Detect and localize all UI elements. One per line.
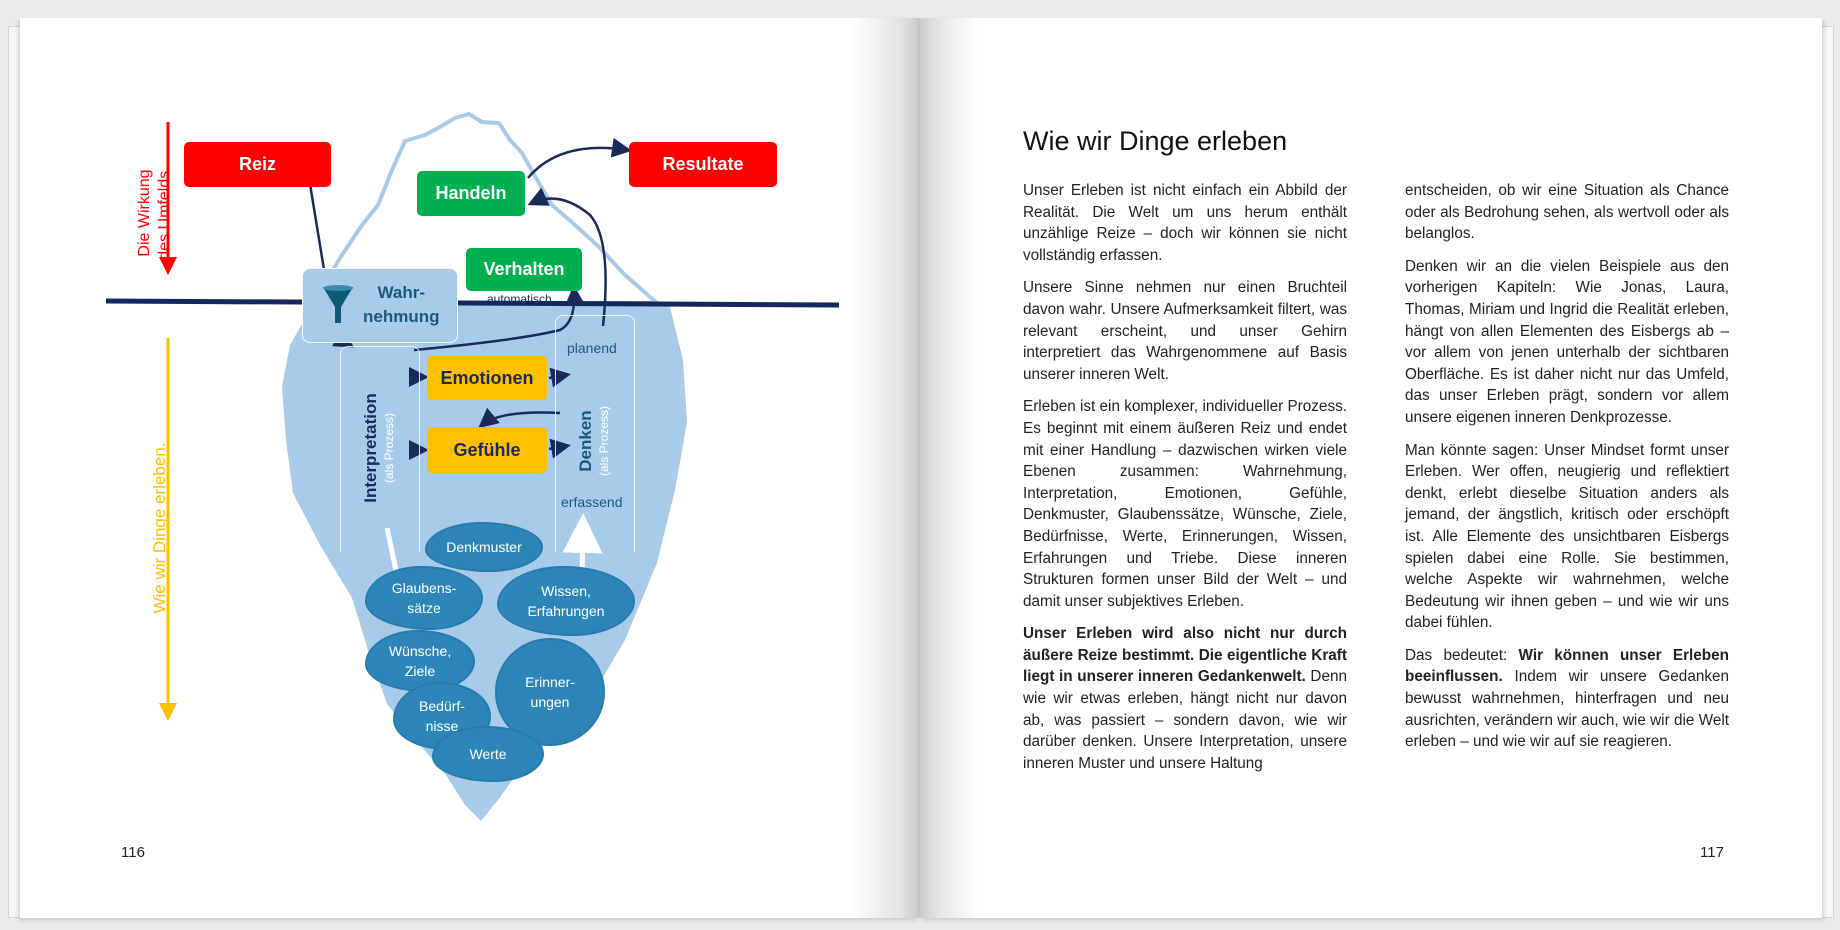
spine-shadow-left — [850, 18, 920, 918]
wahrnehmung-box: Wahr- nehmung — [302, 268, 458, 343]
chapter-title: Wie wir Dinge erleben — [1023, 126, 1288, 156]
cloud-line: sätze — [407, 600, 441, 616]
arrow-denken-to-handeln — [527, 187, 607, 327]
cloud-line: Ziele — [404, 663, 436, 679]
cloud-line: Erinner- — [525, 674, 575, 690]
automatisch-label: automatisch — [487, 292, 552, 306]
text: Das bedeutet: — [1405, 646, 1519, 664]
verhalten-box: Verhalten — [466, 248, 582, 291]
reiz-box: Reiz — [184, 142, 331, 187]
cloud-glaubenssaetze: Glaubens- sätze — [365, 566, 483, 630]
paragraph: Denken wir an die vielen Beispiele aus d… — [1405, 257, 1729, 426]
paragraph: Erleben ist ein komplexer, individueller… — [1023, 398, 1347, 610]
cloud-denkmuster: Denkmuster — [425, 522, 543, 572]
cloud-erinnerungen: Erinner- ungen — [495, 638, 605, 746]
text: Denn wie wir etwas erleben, hängt nicht … — [1023, 668, 1347, 772]
paragraph: entscheiden, ob wir eine Situation als C… — [1405, 182, 1729, 243]
cloud-werte: Werte — [432, 726, 544, 782]
erfassend-label: erfassend — [561, 494, 623, 510]
interpretation-title: Interpretation — [361, 393, 380, 503]
left-page: Die Wirkung des Umfelds. Wie wir Dinge e… — [20, 18, 920, 918]
bold-text: Unser Erleben wird also nicht nur durch … — [1023, 625, 1347, 686]
side-label-line: Die Wirkung — [136, 169, 153, 257]
paragraph: Unser Erleben ist nicht einfach ein Abbi… — [1023, 182, 1347, 264]
side-label-umfeld: Die Wirkung des Umfelds. — [135, 148, 175, 278]
right-page: Wie wir Dinge erleben Unser Erleben ist … — [920, 18, 1822, 918]
resultate-box: Resultate — [629, 142, 777, 187]
text-column-1: Unser Erleben ist nicht einfach ein Abbi… — [1023, 180, 1347, 785]
paragraph: Unsere Sinne nehmen nur einen Bruchteil … — [1023, 279, 1347, 383]
text: Indem wir unsere Gedanken bewusst wahrne… — [1405, 668, 1729, 751]
waterline — [105, 298, 840, 308]
interpretation-column — [340, 346, 420, 552]
paragraph: Unser Erleben wird also nicht nur durch … — [1023, 623, 1347, 774]
text-column-2: entscheiden, ob wir eine Situation als C… — [1405, 180, 1729, 764]
cloud-wissen: Wissen, Erfahrungen — [497, 566, 635, 636]
spine-shadow-right — [920, 18, 980, 918]
bold-text: Wir können unser Erleben beeinflussen. — [1405, 646, 1729, 686]
wahrnehmung-line: Wahr- — [377, 283, 426, 302]
interpretation-label: Interpretation (als Prozess) — [361, 368, 398, 528]
funnel-icon — [321, 283, 355, 332]
gefuehle-box: Gefühle — [427, 427, 547, 473]
cloud-line: Glaubens- — [391, 580, 457, 596]
paragraph: Das bedeutet: Wir können unser Erleben b… — [1405, 645, 1729, 753]
planend-label: planend — [567, 340, 617, 356]
wahrnehmung-label: Wahr- nehmung — [363, 281, 440, 329]
page-number-left: 116 — [121, 844, 145, 861]
denken-title: Denken — [576, 410, 595, 472]
cloud-line: nisse — [425, 718, 459, 734]
arrow-to-verhalten — [413, 285, 585, 352]
arrow-handeln-to-resultate — [527, 137, 632, 179]
denken-label: Denken (als Prozess) — [576, 376, 613, 506]
wahrnehmung-line: nehmung — [363, 307, 440, 326]
cloud-line: Wünsche, — [388, 643, 452, 659]
cloud-line: Erfahrungen — [527, 603, 605, 619]
handeln-box: Handeln — [417, 171, 525, 216]
interpretation-sub: (als Prozess) — [382, 413, 396, 484]
side-label-erleben: Wie wir Dinge erleben. — [150, 442, 169, 614]
cloud-line: Wissen, — [541, 583, 591, 599]
denken-column — [555, 315, 635, 552]
cloud-line: Bedürf- — [419, 698, 465, 714]
side-label-line: des Umfelds. — [156, 166, 173, 260]
cloud-line: ungen — [530, 694, 570, 710]
page-number-right: 117 — [1700, 844, 1724, 861]
emotionen-box: Emotionen — [427, 356, 547, 400]
cloud-wuensche: Wünsche, Ziele — [365, 630, 475, 692]
denken-sub: (als Prozess) — [597, 406, 611, 477]
arrow-denken-to-gefuehle — [478, 407, 561, 429]
paragraph: Man könnte sagen: Unser Mindset formt un… — [1405, 441, 1729, 632]
